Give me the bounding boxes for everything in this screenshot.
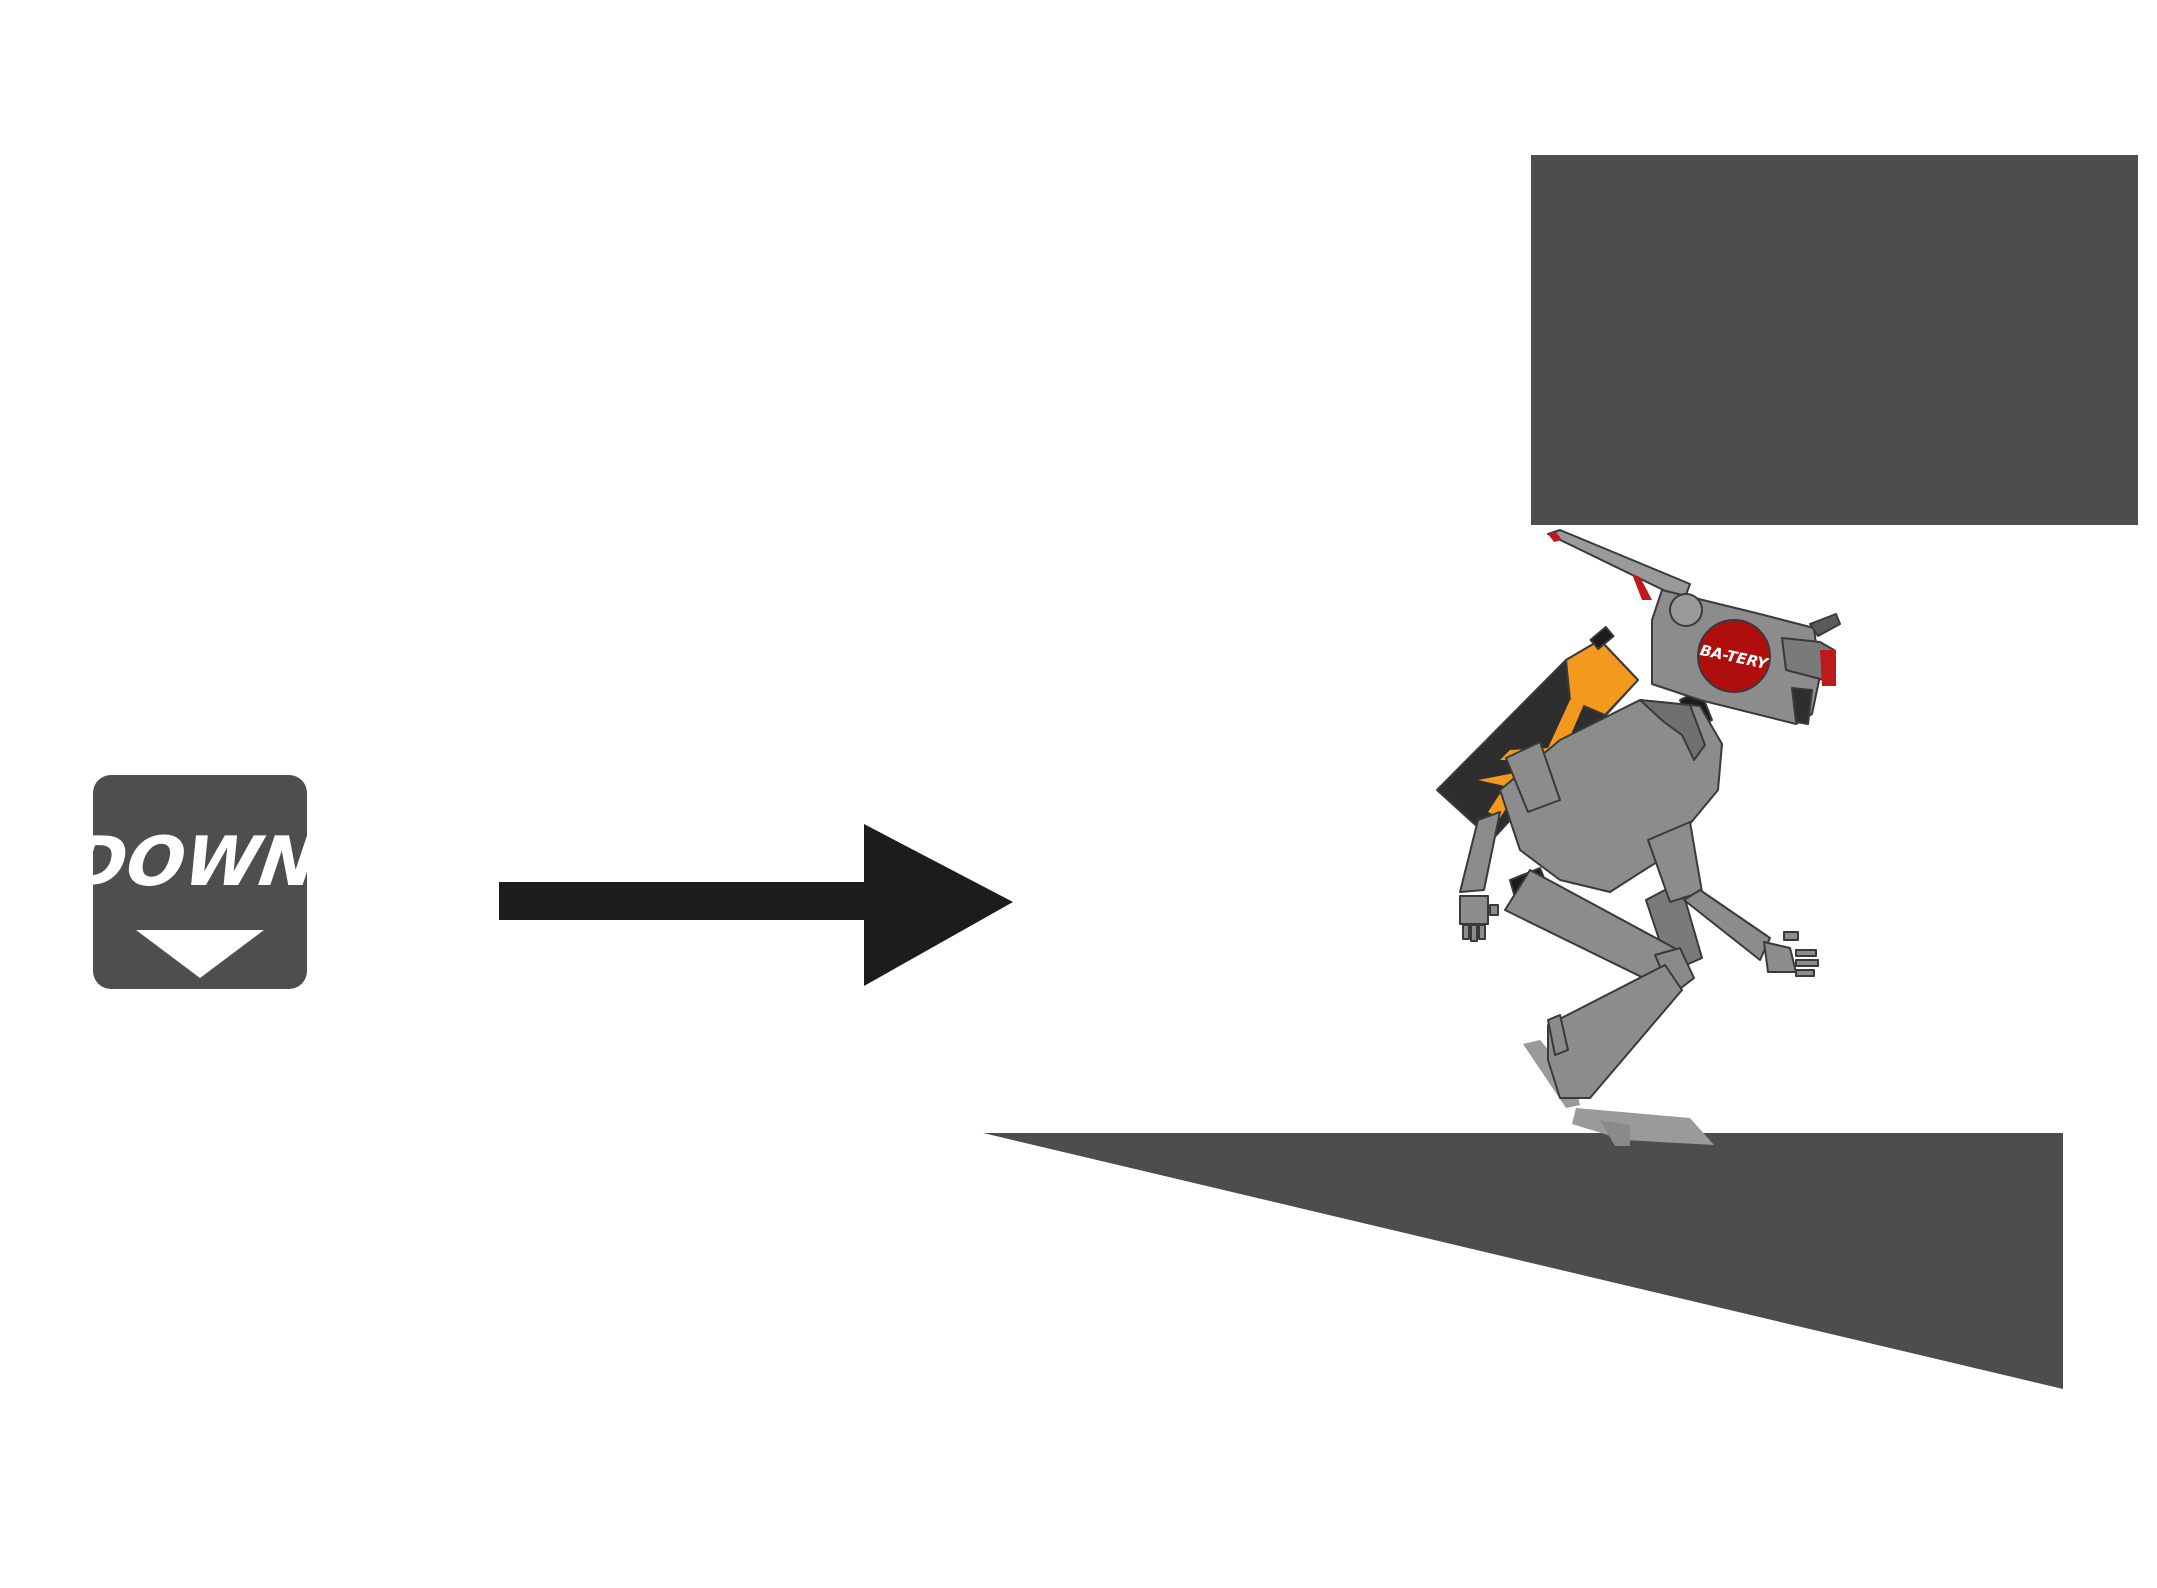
robot-toe bbox=[1600, 1120, 1630, 1146]
right-arrow-icon bbox=[499, 824, 1013, 986]
robot-antenna-blade bbox=[1547, 529, 1691, 601]
robot-shin bbox=[1547, 964, 1683, 1099]
robot-front-thumb bbox=[1783, 931, 1799, 941]
robot-forearm bbox=[1459, 811, 1501, 893]
robot-jaw bbox=[1791, 687, 1813, 725]
ceiling-block bbox=[1531, 155, 2138, 525]
robot-front-forearm bbox=[1683, 889, 1771, 961]
robot-ankle bbox=[1547, 1014, 1569, 1056]
robot-back-hand bbox=[1459, 895, 1499, 942]
floor-ramp bbox=[983, 1133, 2063, 1389]
visor-accent bbox=[1820, 650, 1836, 686]
robot-thumb bbox=[1489, 904, 1499, 916]
robot-palm bbox=[1459, 895, 1489, 925]
arrow-head bbox=[864, 824, 1013, 986]
robot-front-palm bbox=[1763, 941, 1797, 973]
robot-finger-3 bbox=[1478, 924, 1486, 940]
robot-upper-arm bbox=[1505, 741, 1561, 813]
head-bolt bbox=[1669, 593, 1703, 627]
arrow-shaft bbox=[499, 882, 869, 920]
robot-character: BA-TERY bbox=[1436, 529, 1841, 1146]
down-key-label: DOWN bbox=[65, 823, 322, 902]
robot-head: BA-TERY bbox=[1547, 529, 1841, 725]
antenna-accent bbox=[1632, 574, 1652, 600]
robot-front-foot bbox=[1572, 1108, 1714, 1145]
battery-terminal bbox=[1589, 625, 1615, 651]
robot-shoulder-plate bbox=[1639, 699, 1706, 761]
ba-tery-logo-badge bbox=[1697, 619, 1771, 693]
robot-ear bbox=[1809, 613, 1841, 637]
robot-front-finger-1 bbox=[1795, 949, 1817, 957]
robot-front-hand bbox=[1763, 931, 1819, 977]
down-triangle-icon bbox=[136, 930, 264, 978]
robot-finger-2 bbox=[1470, 924, 1478, 942]
down-key-button: DOWN bbox=[65, 775, 322, 989]
robot-front-finger-2 bbox=[1795, 959, 1819, 967]
robot-finger-1 bbox=[1462, 924, 1470, 940]
antenna-tip bbox=[1548, 532, 1562, 542]
robot-front-finger-3 bbox=[1795, 969, 1815, 977]
